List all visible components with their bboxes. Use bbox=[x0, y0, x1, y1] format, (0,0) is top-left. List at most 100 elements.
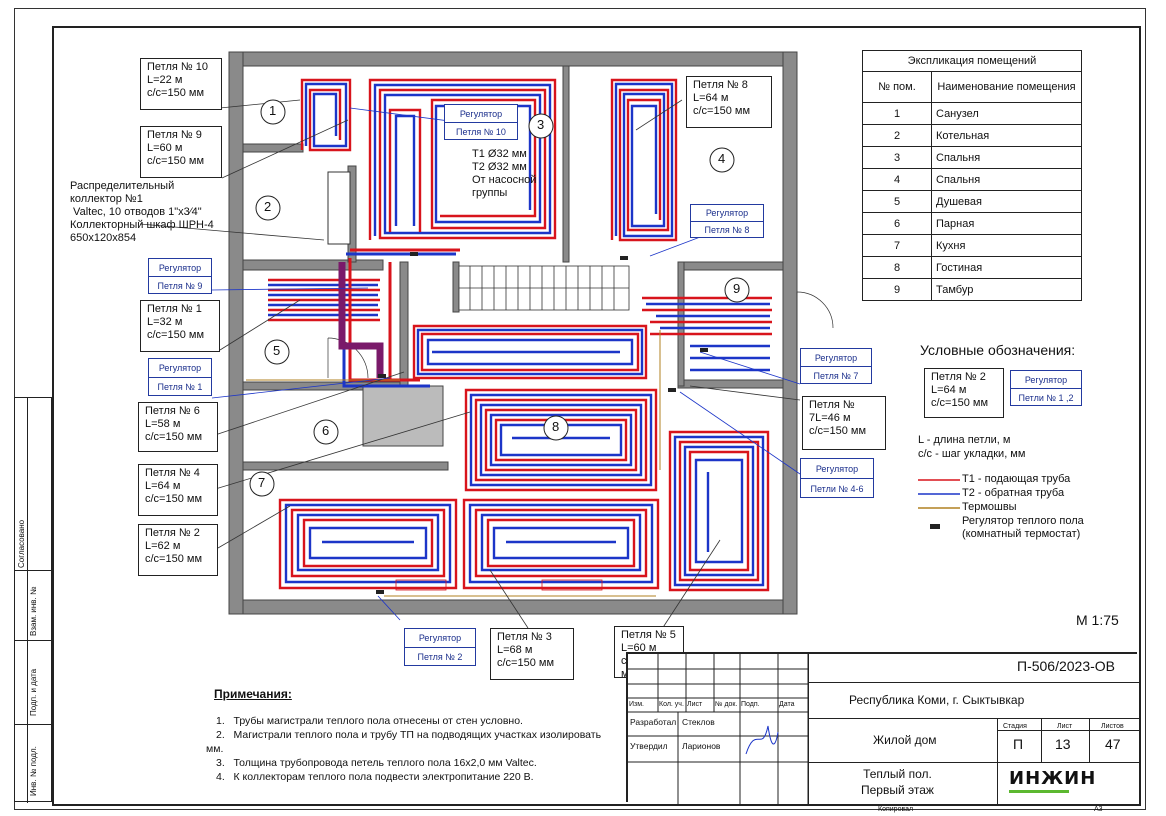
legend-return: Т2 - обратная труба bbox=[962, 487, 1065, 499]
scale: М 1:75 bbox=[1076, 612, 1119, 628]
approver-name: Ларионов bbox=[682, 741, 721, 751]
room-num: 4 bbox=[862, 168, 932, 191]
room-num: 3 bbox=[862, 146, 932, 169]
legend-regulator: Регулятор теплого пола (комнатный термос… bbox=[962, 515, 1084, 540]
room-num: 9 bbox=[862, 278, 932, 301]
rooms-explication-table: Экспликация помещений № пом. Наименовани… bbox=[862, 50, 1082, 301]
room-circles bbox=[249, 99, 750, 497]
stamp-head-cell: № док. bbox=[715, 701, 738, 708]
room-number-1: 1 bbox=[269, 103, 277, 118]
stamp-head-row: Изм. Кол. уч.Лист № док.Подп. Дата bbox=[628, 700, 808, 712]
legend-length: L - длина петли, м bbox=[918, 434, 1011, 446]
room-name: Санузел bbox=[931, 102, 1082, 125]
stairs bbox=[458, 265, 630, 311]
note-item: мм. bbox=[206, 743, 224, 755]
legend-title: Условные обозначения: bbox=[920, 342, 1076, 358]
stamp-head-cell: Кол. уч. bbox=[659, 701, 684, 708]
sheet-value: 13 bbox=[1055, 736, 1071, 752]
notes-list: 1. Трубы магистрали теплого пола отнесен… bbox=[206, 714, 601, 784]
loop-10-label: Петля № 10 L=22 м с/с=150 мм bbox=[140, 58, 222, 110]
stamp-head-cell: Лист bbox=[687, 701, 703, 708]
note-item: 1. Трубы магистрали теплого пола отнесен… bbox=[216, 715, 523, 727]
stamp-head-cell: Дата bbox=[779, 701, 795, 708]
loop-2-label: Петля № 2 L=62 м с/с=150 мм bbox=[138, 524, 218, 576]
room-number-4: 4 bbox=[718, 151, 726, 166]
stamp-head-cell: Изм. bbox=[629, 701, 644, 708]
loop-9-label: Петля № 9 L=60 м с/с=150 мм bbox=[140, 126, 222, 178]
sheet-header: Лист bbox=[1057, 723, 1073, 730]
stage-header: Стадия bbox=[1003, 723, 1027, 730]
loop-4-label: Петля № 4 L=64 м с/с=150 мм bbox=[138, 464, 218, 516]
notes-title: Примечания: bbox=[214, 687, 292, 701]
room-num: 1 bbox=[862, 102, 932, 125]
room-num: 7 bbox=[862, 234, 932, 257]
copied-label: Копировал bbox=[878, 806, 914, 813]
loop-6-label: Петля № 6 L=58 м с/с=150 мм bbox=[138, 402, 218, 452]
room-number-9: 9 bbox=[733, 281, 741, 296]
stage-value: П bbox=[1013, 736, 1024, 752]
sheets-header: Листов bbox=[1101, 723, 1124, 730]
project-code: П-506/2023-ОВ bbox=[1017, 658, 1116, 674]
loop-8-label: Петля № 8 L=64 м с/с=150 мм bbox=[686, 76, 772, 128]
note-item: 4. К коллекторам теплого пола подвести э… bbox=[216, 771, 534, 783]
inner-frame bbox=[52, 26, 1141, 806]
room-name: Душевая bbox=[931, 190, 1082, 213]
note-item: 3. Толщина трубопровода петель теплого п… bbox=[216, 757, 537, 769]
room-num: 2 bbox=[862, 124, 932, 147]
room-name: Спальня bbox=[931, 146, 1082, 169]
room-number-2: 2 bbox=[264, 199, 272, 214]
loop-1-label: Петля № 1 L=32 м с/с=150 мм bbox=[140, 300, 220, 352]
room-number-5: 5 bbox=[273, 343, 281, 358]
explication-col-num: № пом. bbox=[862, 71, 932, 103]
room-name: Кухня bbox=[931, 234, 1082, 257]
collector-note: Распределительный коллектор №1 Valtec, 1… bbox=[70, 180, 214, 244]
room-number-6: 6 bbox=[322, 423, 330, 438]
room-number-8: 8 bbox=[552, 419, 560, 434]
company-logo: ИНЖИН bbox=[1009, 768, 1129, 798]
room-num: 6 bbox=[862, 212, 932, 235]
explication-col-name: Наименование помещения bbox=[931, 71, 1082, 103]
legend-step: с/с - шаг укладки, мм bbox=[918, 448, 1026, 460]
project-location: Республика Коми, г. Сыктывкар bbox=[849, 693, 1025, 707]
approver-label: Утвердил bbox=[630, 741, 668, 751]
legend-lines bbox=[918, 479, 960, 509]
developer-name: Стеклов bbox=[682, 717, 715, 727]
room-number-3: 3 bbox=[537, 117, 545, 132]
developer-label: Разработал bbox=[630, 717, 677, 727]
leader-lines bbox=[139, 99, 801, 633]
sheet-title: Теплый пол. Первый этаж bbox=[861, 767, 934, 797]
stamp-head-cell: Подп. bbox=[741, 701, 760, 708]
loop-7-label: Петля № 7L=46 м с/с=150 мм bbox=[802, 396, 886, 450]
object-name: Жилой дом bbox=[873, 733, 937, 747]
room-name: Гостиная bbox=[931, 256, 1082, 279]
side-stamp: Согласовано Взам. инв. № Подп. и дата Ин… bbox=[14, 397, 53, 803]
legend-supply: Т1 - подающая труба bbox=[962, 473, 1071, 485]
heating-loops bbox=[268, 78, 772, 592]
room-number-7: 7 bbox=[258, 475, 266, 490]
room-num: 8 bbox=[862, 256, 932, 279]
format-label: А3 bbox=[1094, 806, 1103, 813]
room-num: 5 bbox=[862, 190, 932, 213]
loop-3-label: Петля № 3 L=68 м с/с=150 мм bbox=[490, 628, 574, 680]
legend-loop-sample: Петля № 2 L=64 м с/с=150 мм bbox=[924, 368, 1004, 418]
note-item: 2. Магистрали теплого пола и трубу ТП на… bbox=[216, 729, 602, 741]
room-name: Спальня bbox=[931, 168, 1082, 191]
mains-note: Т1 Ø32 мм Т2 Ø32 мм От насосной группы bbox=[472, 148, 537, 199]
